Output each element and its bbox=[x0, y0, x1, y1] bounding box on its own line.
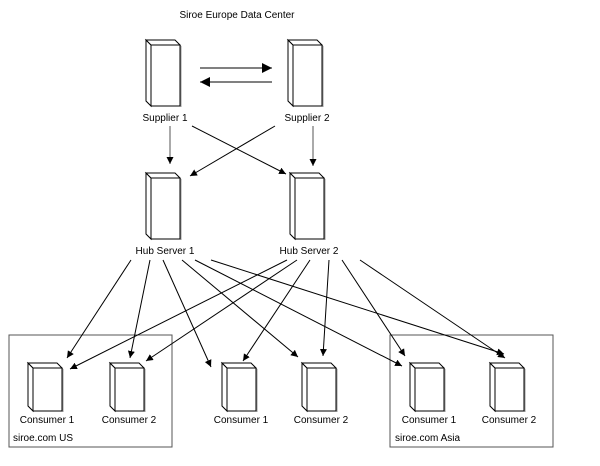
edge-hub2-to-asia-c2 bbox=[359, 259, 506, 359]
edge-hub2-to-us-c1 bbox=[69, 259, 288, 370]
node-hub1[interactable]: Hub Server 1 bbox=[136, 171, 195, 257]
node-label: Supplier 2 bbox=[284, 113, 329, 124]
edge-hub2-to-mid-c2 bbox=[319, 259, 330, 357]
server-top-face bbox=[288, 172, 326, 179]
node-asia-c1[interactable]: Consumer 1 bbox=[402, 361, 457, 426]
node-label: Hub Server 2 bbox=[280, 246, 339, 257]
node-mid-c2[interactable]: Consumer 2 bbox=[294, 361, 349, 426]
server-top-face bbox=[108, 362, 146, 369]
server-top-face bbox=[488, 362, 526, 369]
node-hub2[interactable]: Hub Server 2 bbox=[280, 171, 339, 257]
server-icon bbox=[114, 367, 145, 412]
node-mid-c1[interactable]: Consumer 1 bbox=[214, 361, 269, 426]
server-icon bbox=[292, 44, 323, 107]
server-icon bbox=[150, 177, 181, 240]
edge-hub2-to-mid-c1 bbox=[242, 259, 311, 362]
server-side-face bbox=[289, 171, 296, 241]
server-icon bbox=[414, 367, 445, 412]
server-icon bbox=[226, 367, 257, 412]
edges bbox=[66, 63, 506, 370]
edge-hub2-to-us-c2 bbox=[145, 259, 298, 362]
server-side-face bbox=[489, 361, 496, 413]
node-label: Hub Server 1 bbox=[136, 246, 195, 257]
server-side-face bbox=[409, 361, 416, 413]
node-label: Consumer 2 bbox=[294, 415, 349, 426]
node-asia-c2[interactable]: Consumer 2 bbox=[482, 361, 537, 426]
node-label: Consumer 2 bbox=[102, 415, 157, 426]
server-top-face bbox=[300, 362, 338, 369]
server-icon bbox=[150, 44, 181, 107]
edge-hub1-to-us-c1 bbox=[66, 259, 132, 359]
server-icon bbox=[306, 367, 337, 412]
server-side-face bbox=[145, 38, 152, 108]
edge-hub1-to-asia-c1 bbox=[194, 259, 403, 367]
node-supplier2[interactable]: Supplier 2 bbox=[284, 38, 330, 124]
server-top-face bbox=[26, 362, 64, 369]
edge-hub2-to-asia-c1 bbox=[341, 259, 406, 357]
group-label-us: siroe.com US bbox=[13, 433, 73, 444]
server-top-face bbox=[408, 362, 446, 369]
edge-supplier2-to-hub1 bbox=[189, 125, 276, 177]
edge-supplier1-to-hub2 bbox=[191, 125, 287, 175]
server-side-face bbox=[27, 361, 34, 413]
edge-hub1-to-us-c2 bbox=[127, 259, 151, 359]
nodes: Supplier 1 Supplier 2 Hub Server 1 Hub Serv… bbox=[20, 38, 537, 426]
server-icon bbox=[294, 177, 325, 240]
node-label: Supplier 1 bbox=[142, 113, 187, 124]
node-us-c2[interactable]: Consumer 2 bbox=[102, 361, 157, 426]
node-supplier1[interactable]: Supplier 1 bbox=[142, 38, 188, 124]
server-side-face bbox=[145, 171, 152, 241]
server-side-face bbox=[221, 361, 228, 413]
server-top-face bbox=[144, 172, 182, 179]
edge-hub1-to-asia-c2 bbox=[210, 259, 505, 356]
server-side-face bbox=[109, 361, 116, 413]
diagram-title: Siroe Europe Data Center bbox=[179, 10, 295, 21]
node-label: Consumer 1 bbox=[20, 415, 75, 426]
edge-hub1-to-mid-c1 bbox=[162, 259, 212, 368]
server-top-face bbox=[144, 39, 182, 46]
server-side-face bbox=[287, 38, 294, 108]
server-icon bbox=[494, 367, 525, 412]
node-label: Consumer 1 bbox=[214, 415, 269, 426]
group-label-asia: siroe.com Asia bbox=[395, 433, 460, 444]
edge-hub1-to-mid-c2 bbox=[181, 259, 299, 358]
server-top-face bbox=[220, 362, 258, 369]
node-label: Consumer 2 bbox=[482, 415, 537, 426]
server-top-face bbox=[286, 39, 324, 46]
server-icon bbox=[32, 367, 63, 412]
node-label: Consumer 1 bbox=[402, 415, 457, 426]
group-box-us bbox=[8, 334, 173, 448]
node-us-c1[interactable]: Consumer 1 bbox=[20, 361, 75, 426]
server-side-face bbox=[301, 361, 308, 413]
